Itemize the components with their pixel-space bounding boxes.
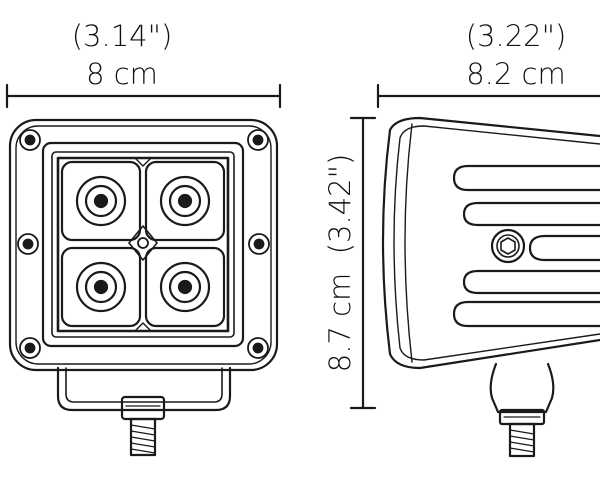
side-pivot-bolt-icon	[490, 228, 526, 264]
front-led-quadrants	[60, 157, 226, 332]
led-bottom-right	[159, 261, 211, 313]
front-width-cm-label: 8 cm	[86, 57, 158, 91]
side-depth-cm-label: 8.2 cm	[466, 57, 566, 91]
front-bezel	[41, 141, 245, 348]
led-top-left	[75, 175, 127, 227]
front-screws	[17, 129, 270, 359]
front-view	[5, 83, 282, 457]
led-top-right	[159, 175, 211, 227]
side-depth-inches-label: (3.22")	[466, 19, 567, 53]
side-mounting-bolt	[498, 408, 546, 458]
front-mounting-bolt	[120, 395, 166, 457]
side-mount-stem	[489, 362, 555, 414]
side-depth-dimension-line	[376, 83, 600, 109]
front-width-dimension-line	[5, 83, 282, 109]
led-bottom-left	[75, 261, 127, 313]
side-height-label: 8.7 cm (3.42")	[323, 154, 357, 373]
side-view	[349, 83, 600, 458]
front-width-inches-label: (3.14")	[72, 19, 173, 53]
front-mounting-bracket	[56, 366, 232, 412]
front-housing-outer	[8, 118, 279, 372]
side-height-dimension-line	[349, 116, 377, 410]
side-cooling-fins	[452, 164, 600, 328]
side-housing-profile	[381, 116, 600, 370]
